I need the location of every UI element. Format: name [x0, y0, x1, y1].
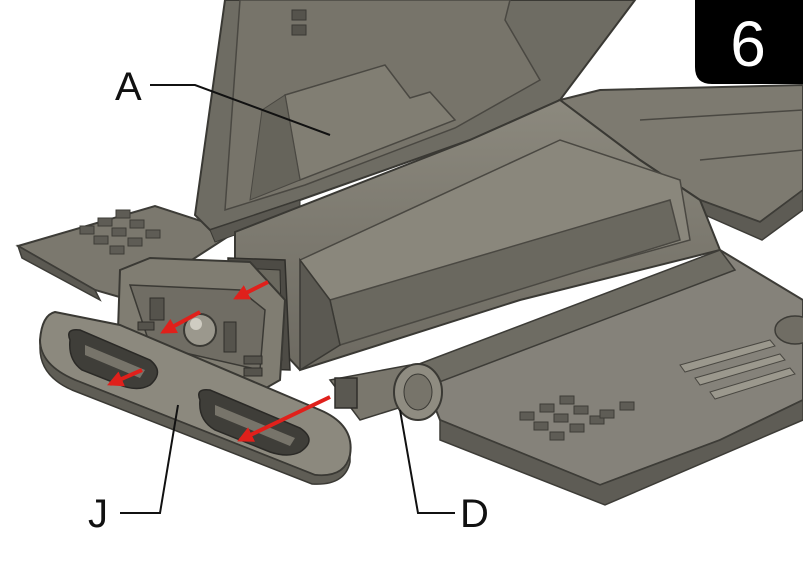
leader-a: [150, 84, 331, 136]
callout-d: D: [460, 492, 489, 536]
leader-lines: [120, 84, 455, 514]
callout-a: A: [115, 65, 142, 109]
left-wing-plate: [15, 204, 238, 302]
axle-cylinder: [328, 363, 443, 421]
fin-part-a: [193, 0, 637, 243]
arrow-4: [237, 395, 331, 442]
arrow-3: [107, 368, 143, 387]
callout-j: J: [88, 492, 108, 536]
leader-d: [399, 409, 455, 514]
arrow-1: [233, 280, 269, 300]
tread-part-j: [38, 310, 352, 485]
step-number: 6: [730, 8, 766, 80]
step-badge: 6: [695, 0, 803, 84]
leader-j: [120, 404, 179, 514]
arrow-2: [160, 310, 201, 334]
insertion-arrows: [107, 280, 331, 442]
